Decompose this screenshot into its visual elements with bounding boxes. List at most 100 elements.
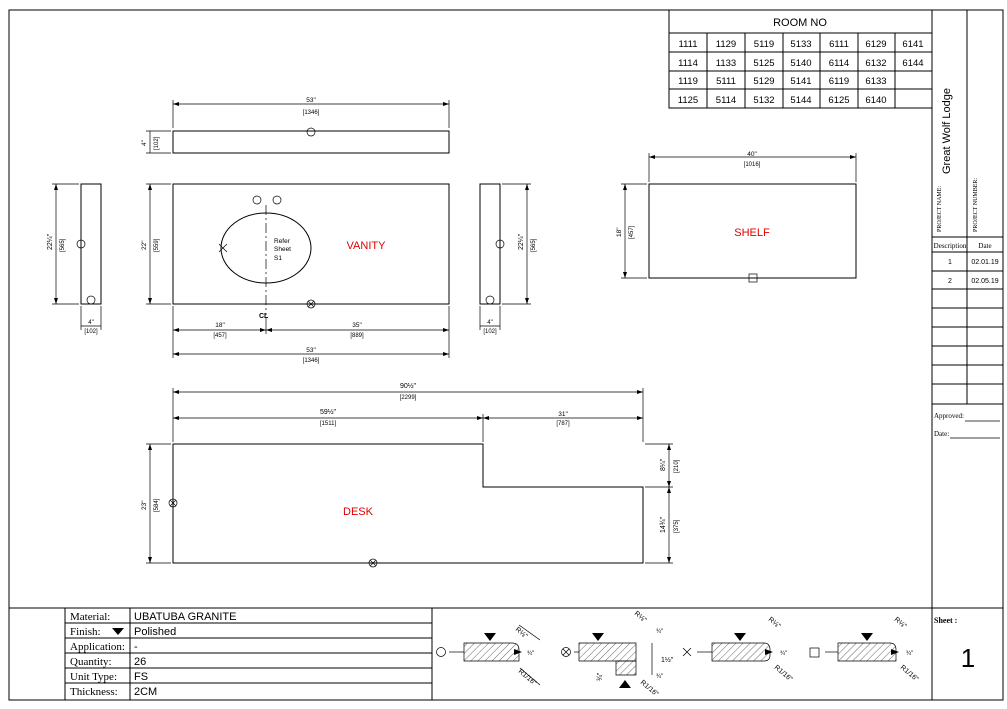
room-number-cell: 6132 — [865, 58, 886, 69]
vanity-right-offset-mm: [889] — [350, 333, 364, 339]
edge-circle-x-icon — [561, 647, 571, 657]
room-number-cell: 1133 — [716, 58, 736, 69]
shelf-piece: SHELF 40" [1016] 18" [457] — [616, 151, 857, 283]
desk-height-mm: [584] — [154, 498, 160, 512]
shelf-height-dim: 18" — [616, 227, 623, 237]
vanity-width-dim: 53" — [306, 347, 316, 354]
approved-label: Approved: — [934, 412, 964, 420]
spec-material-label: Material: — [70, 611, 110, 623]
desk-label: DESK — [343, 506, 374, 518]
side-left-width-dim: 4" — [88, 320, 93, 326]
polished-triangle-icon — [484, 633, 496, 641]
backsplash-height-mm: [102] — [154, 136, 160, 150]
room-number-cell: 6129 — [865, 39, 886, 50]
spec-finish-label: Finish: — [70, 626, 101, 638]
room-number-cell: 6144 — [902, 58, 923, 69]
spec-quantity-label: Quantity: — [70, 656, 112, 668]
desk-left-width-mm: [1511] — [320, 421, 337, 427]
dim-arrow-icon — [514, 649, 522, 655]
room-number-cell: 6133 — [865, 76, 886, 87]
desk-piece: DESK 90½" [2299] 59½" [1511] 31" [787] 2… — [141, 382, 680, 568]
room-number-cell: 5141 — [790, 76, 811, 87]
side-right-width-mm: [102] — [483, 329, 497, 335]
thickness-label-6: ¾" — [780, 651, 787, 657]
desk-notch-height-mm: [210] — [674, 459, 680, 473]
radius-label-1b: R1/16" — [517, 668, 538, 687]
radius-label-3a: R⅛" — [767, 616, 782, 630]
room-number-cell: 6114 — [829, 58, 849, 69]
project-number-label: PROJECT NUMBER: — [973, 178, 979, 232]
room-number-cell: 5119 — [754, 39, 774, 50]
revision-2-description: 2 — [948, 278, 952, 285]
polished-triangle-icon — [861, 633, 873, 641]
room-number-cell: 6141 — [902, 39, 923, 50]
vanity-height-dim: 22" — [141, 240, 148, 250]
spec-application-value: - — [134, 641, 138, 653]
side-left-height-dim: 22¼" — [47, 233, 54, 250]
edge-circle-icon — [436, 647, 446, 657]
edge-profile-4 — [837, 642, 897, 662]
sheet-border — [8, 9, 1004, 701]
sheet-label: Sheet : — [934, 616, 957, 625]
desk-lower-height-dim: 14¾" — [660, 516, 667, 533]
shelf-width-dim: 40" — [747, 151, 757, 158]
desk-outline — [172, 443, 644, 564]
side-right-width-dim: 4" — [487, 320, 492, 326]
edge-profile-1 — [463, 642, 520, 662]
room-number-cell: 5133 — [790, 39, 811, 50]
shelf-label: SHELF — [734, 227, 770, 239]
vanity-label: VANITY — [347, 240, 387, 252]
room-number-cell: 5125 — [753, 58, 774, 69]
room-number-cell: 5132 — [753, 95, 774, 106]
room-number-cell: 1111 — [678, 39, 697, 50]
room-number-cell: 5140 — [790, 58, 811, 69]
polished-triangle-icon — [734, 633, 746, 641]
side-splash-right: 22¼" [565] 4" [102] — [479, 183, 537, 335]
desk-right-width-mm: [787] — [556, 421, 570, 427]
vanity-note-line-3: S1 — [274, 255, 282, 262]
revision-header-date: Date — [978, 242, 991, 250]
thickness-label-7: ¾" — [906, 651, 913, 657]
spec-table: Material: UBATUBA GRANITE Finish: Polish… — [64, 608, 433, 700]
vanity-right-offset-dim: 35" — [352, 322, 362, 329]
spec-thickness-label: Thickness: — [70, 686, 118, 698]
edge-square-icon — [809, 647, 820, 658]
desk-total-width-dim: 90½" — [400, 382, 417, 390]
desk-lower-height-mm: [375] — [674, 519, 680, 533]
edge-circle-icon — [306, 127, 316, 137]
revision-1-date: 02.01.19 — [971, 259, 998, 266]
finish-triangle-icon — [112, 628, 124, 635]
shelf-height-mm: [457] — [629, 225, 635, 239]
vanity-note-line-1: Refer — [274, 238, 291, 245]
vanity-left-offset-dim: 18" — [215, 322, 225, 329]
spec-thickness-value: 2CM — [134, 686, 157, 698]
vanity-width-mm: [1346] — [303, 358, 320, 364]
vanity-note-line-2: Sheet — [274, 246, 291, 253]
side-right-height-mm: [565] — [531, 238, 537, 252]
spec-unit-type-label: Unit Type: — [70, 671, 117, 683]
revision-header-description: Description — [934, 242, 967, 250]
spec-application-label: Application: — [70, 641, 125, 653]
radius-label-3b: R1/16" — [773, 664, 794, 683]
shelf-width-mm: [1016] — [744, 162, 761, 168]
room-number-cell: 5111 — [716, 76, 736, 87]
radius-label-2a: R⅛" — [633, 610, 648, 624]
desk-height-dim: 23" — [141, 500, 148, 510]
edge-profile-3 — [711, 642, 771, 662]
radius-label-1a: R⅛" — [514, 626, 529, 640]
spec-finish-value: Polished — [134, 626, 176, 638]
room-number-cell: 5129 — [753, 76, 774, 87]
desk-notch-height-dim: 8¼" — [660, 458, 667, 471]
backsplash-height-dim: 4" — [141, 139, 148, 146]
side-splash-left: 22¼" [565] 4" [102] — [47, 183, 102, 335]
room-number-cell: 1125 — [678, 95, 698, 106]
vanity-piece: Refer Sheet S1 VANITY CL 22" [559] 18" [… — [141, 183, 450, 364]
room-number-cell: 1129 — [716, 39, 736, 50]
room-number-cell: 5144 — [790, 95, 811, 106]
revision-2-date: 02.05.19 — [971, 278, 998, 285]
date-label: Date: — [934, 430, 949, 438]
side-left-width-mm: [102] — [84, 329, 98, 335]
side-right-height-dim: 22¼" — [518, 233, 525, 250]
room-number-cell: 6119 — [829, 76, 849, 87]
